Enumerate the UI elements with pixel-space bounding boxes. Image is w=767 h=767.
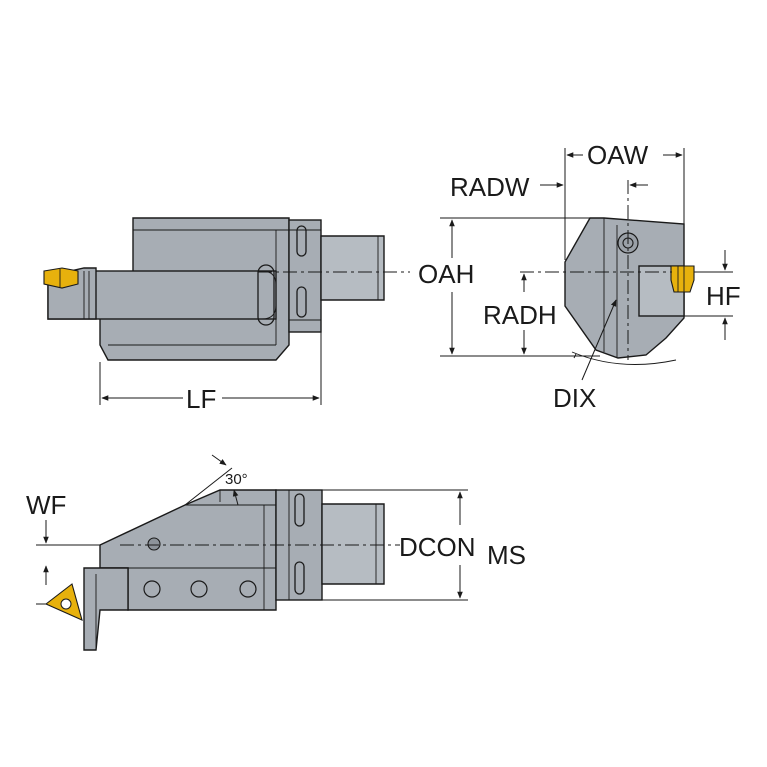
dcon-label: DCON [399,532,476,562]
oah-label: OAH [418,259,474,289]
radh-label: RADH [483,300,557,330]
dix-label: DIX [553,383,596,413]
angle-label: 30° [225,471,248,488]
side-view-insert [43,267,79,289]
front-view-insert [670,265,695,293]
side-view-shank [320,235,385,301]
hf-label: HF [706,281,741,311]
top-view-shank [321,503,385,585]
oaw-label: OAW [587,140,649,170]
dcon-subscript: MS [487,540,526,570]
radw-label: RADW [450,172,530,202]
top-view: WF 30° DCON MS [26,454,526,651]
lf-label: LF [186,384,216,414]
front-view: OAW RADW OAH RADH HF DIX [418,140,741,413]
wf-label: WF [26,490,66,520]
side-view-flange [288,219,322,333]
side-view: LF [43,217,410,414]
